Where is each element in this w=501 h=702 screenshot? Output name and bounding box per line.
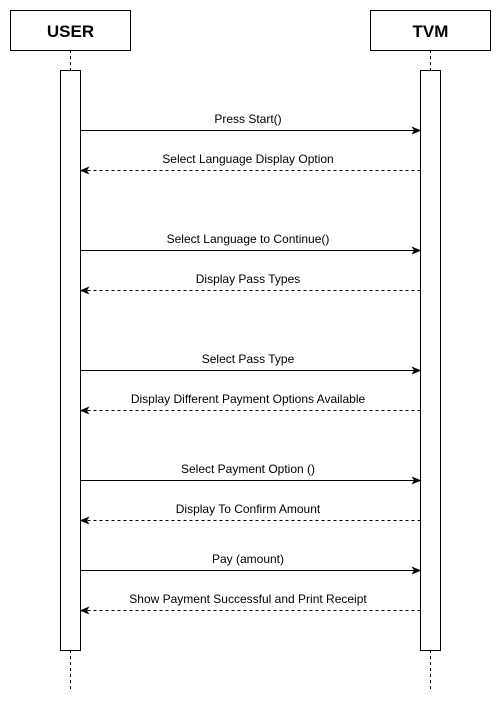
actor-user-label: USER [47, 22, 94, 41]
messages-group: Press Start() Select Language Display Op… [79, 112, 422, 615]
message-label: Display Different Payment Options Availa… [131, 392, 366, 406]
message-5[interactable]: Select Pass Type [80, 352, 422, 375]
actor-tvm-box [370, 10, 491, 51]
message-8[interactable]: Display To Confirm Amount [79, 502, 421, 525]
message-label: Pay (amount) [212, 552, 284, 566]
message-3[interactable]: Select Language to Continue() [80, 232, 422, 255]
message-6[interactable]: Display Different Payment Options Availa… [79, 392, 421, 415]
actor-tvm-label: TVM [413, 22, 449, 41]
message-label: Select Pass Type [202, 352, 295, 366]
message-4[interactable]: Display Pass Types [79, 272, 421, 295]
tvm-activation-bar [420, 70, 441, 651]
user-activation-bar [60, 70, 81, 651]
actor-tvm[interactable]: TVM [370, 10, 491, 51]
message-1[interactable]: Press Start() [80, 112, 422, 135]
actor-user-box [10, 10, 131, 51]
message-label: Show Payment Successful and Print Receip… [129, 592, 367, 606]
message-label: Display To Confirm Amount [176, 502, 321, 516]
message-7[interactable]: Select Payment Option () [80, 462, 422, 485]
message-label: Press Start() [214, 112, 281, 126]
message-label: Display Pass Types [196, 272, 301, 286]
actor-user[interactable]: USER [10, 10, 131, 51]
message-10[interactable]: Show Payment Successful and Print Receip… [79, 592, 421, 615]
message-label: Select Language to Continue() [167, 232, 330, 246]
message-2[interactable]: Select Language Display Option [79, 152, 421, 175]
message-9[interactable]: Pay (amount) [80, 552, 422, 575]
message-label: Select Language Display Option [162, 152, 333, 166]
message-label: Select Payment Option () [181, 462, 315, 476]
